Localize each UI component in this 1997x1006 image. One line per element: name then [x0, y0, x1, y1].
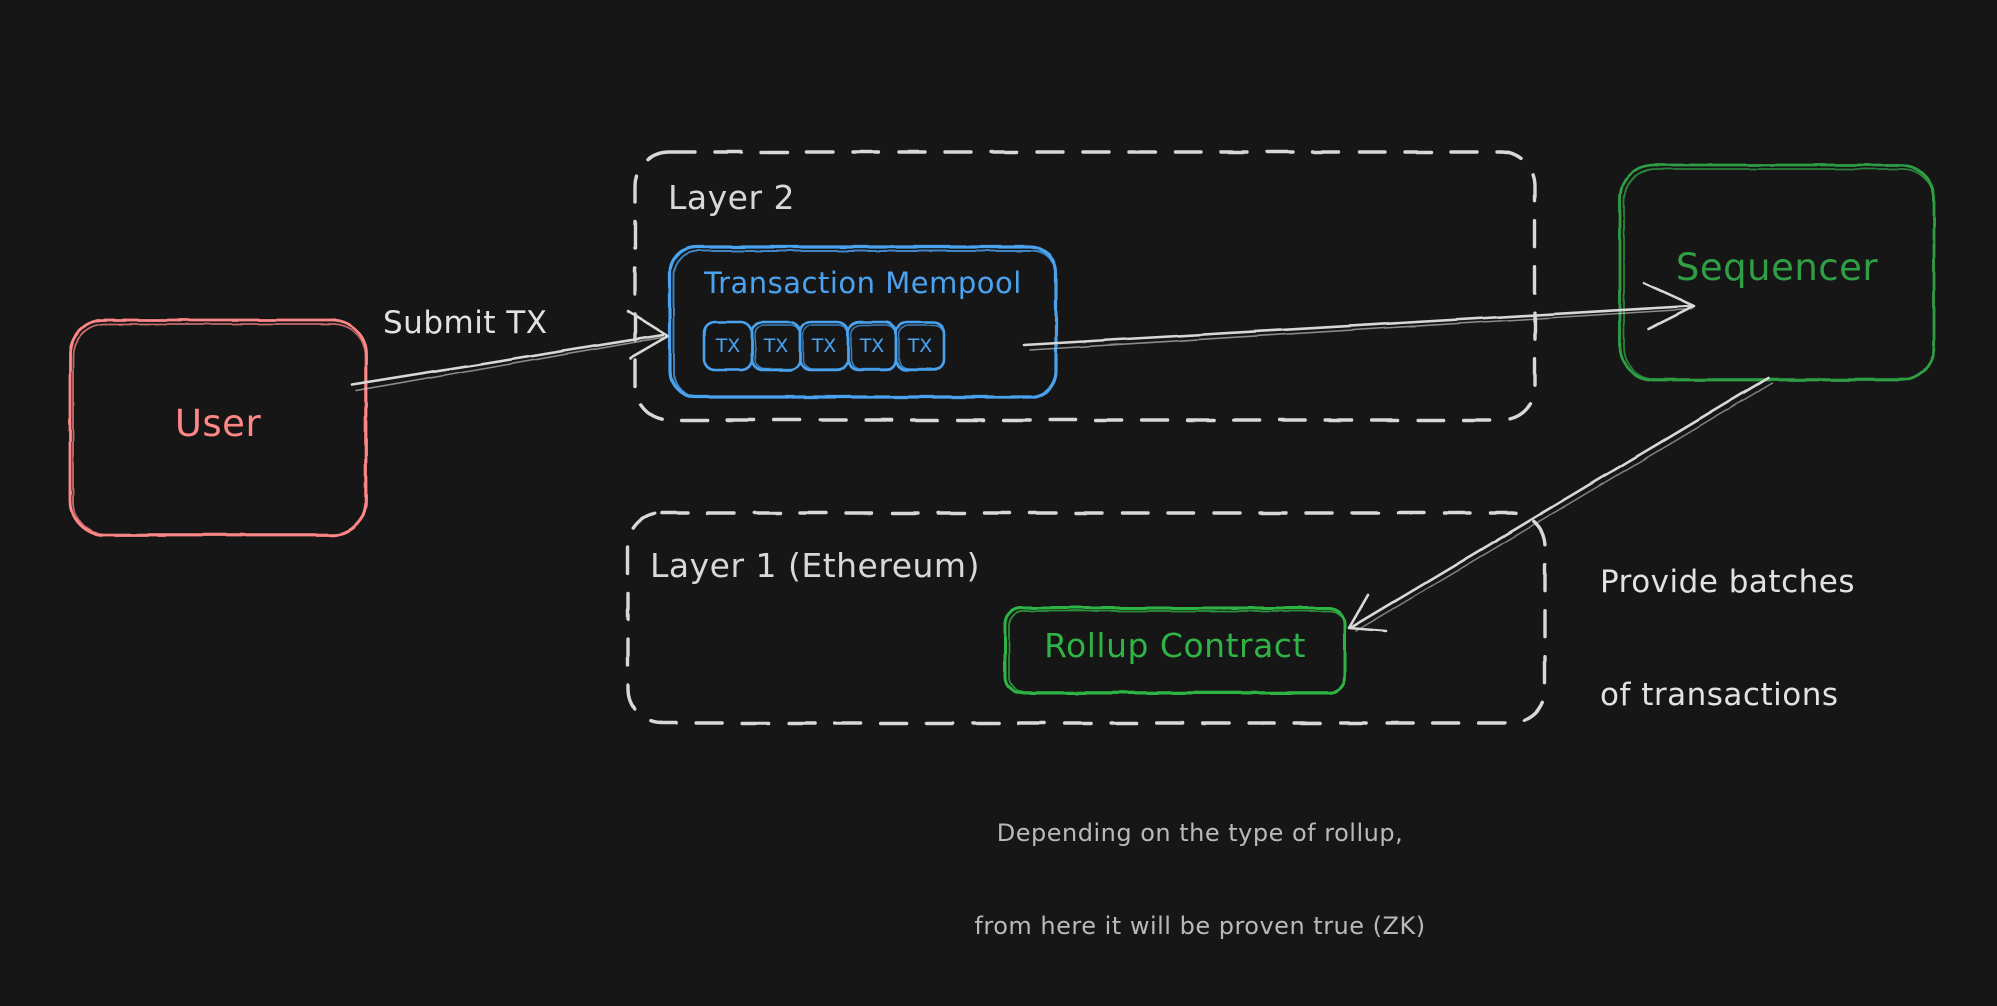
caption-line-3: or wait to be proven false (optimistic) — [900, 1003, 1500, 1006]
tx-chip-label[interactable]: TX — [859, 335, 885, 357]
layer1-container-outline — [626, 511, 1547, 725]
sequencer-node-label[interactable]: Sequencer — [1675, 246, 1879, 289]
provide-batches-edge-label: Provide batches of transactions — [1600, 488, 1855, 791]
submit-tx-arrow — [350, 309, 670, 392]
tx-chip-label[interactable]: TX — [763, 335, 789, 357]
sequencer-node-outline[interactable] — [1618, 163, 1936, 382]
mempool-node-outline[interactable] — [668, 245, 1058, 399]
tx-chip-outlines[interactable] — [702, 320, 946, 372]
tx-chip-outline — [894, 320, 946, 372]
user-node-label[interactable]: User — [174, 402, 262, 445]
layer2-title: Layer 2 — [668, 178, 795, 217]
tx-chip-label[interactable]: TX — [715, 335, 741, 357]
rollup-contract-node-outline[interactable] — [1003, 606, 1347, 695]
rollup-contract-node-label[interactable]: Rollup Contract — [1044, 626, 1306, 665]
caption-line-1: Depending on the type of rollup, — [996, 819, 1404, 848]
tx-chip-label[interactable]: TX — [811, 335, 837, 357]
provide-batches-line-2: of transactions — [1600, 677, 1839, 714]
mempool-node-label[interactable]: Transaction Mempool — [704, 266, 1022, 300]
provide-batches-line-1: Provide batches — [1600, 563, 1855, 600]
user-node-outline[interactable] — [68, 318, 368, 537]
mempool-to-sequencer-arrow — [1022, 281, 1696, 351]
provide-batches-arrow — [1347, 376, 1773, 633]
layer2-container-outline — [633, 150, 1537, 422]
submit-tx-edge-label: Submit TX — [383, 305, 548, 341]
rollup-caption: Depending on the type of rollup, from he… — [900, 757, 1500, 1006]
layer1-title: Layer 1 (Ethereum) — [650, 546, 980, 585]
tx-chip-label[interactable]: TX — [907, 335, 933, 357]
caption-line-2: from here it will be proven true (ZK) — [974, 911, 1426, 940]
